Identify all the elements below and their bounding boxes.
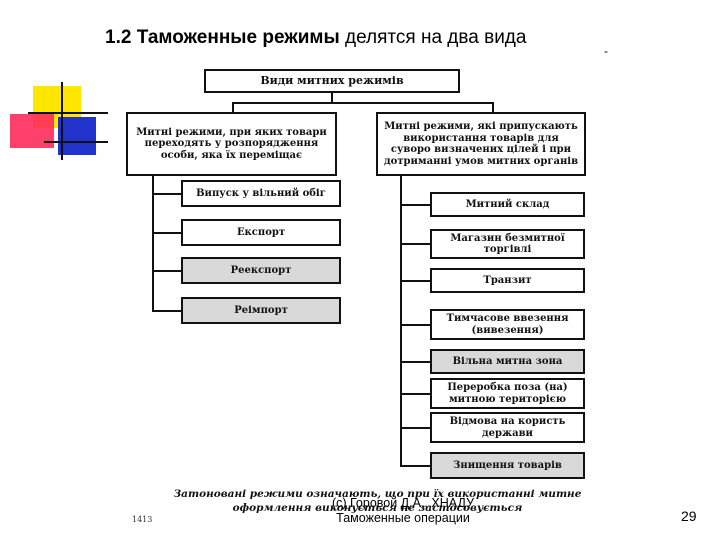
left-item-1: Випуск у вільний обіг (181, 180, 341, 207)
right-branch-4 (400, 324, 430, 326)
page-number: 29 (681, 508, 697, 524)
left-branch-2 (152, 232, 181, 234)
right-branch-7 (400, 427, 430, 429)
decor-horizontal-line-1 (28, 112, 108, 114)
left-branch-3 (152, 270, 181, 272)
right-item-4: Тимчасове ввезення (вивезення) (430, 309, 585, 340)
right-item-7: Відмова на користь держави (430, 412, 585, 443)
right-item-3: Транзит (430, 268, 585, 293)
left-branch-1 (152, 193, 181, 195)
right-item-2: Магазин безмитної торгівлі (430, 229, 585, 259)
right-item-6: Переробка поза (на) митною територією (430, 378, 585, 409)
slide-title-rest: делятся на два вида (339, 27, 527, 48)
connector-left (232, 102, 234, 113)
right-item-5: Вільна митна зона (430, 349, 585, 374)
corner-mark: 1413 (132, 515, 153, 524)
slide-title-bold: 1.2 Таможенные режимы (105, 27, 340, 48)
right-branch-5 (400, 361, 430, 363)
right-group-box: Митні режими, які припускають використан… (376, 112, 586, 176)
left-item-2: Експорт (181, 219, 341, 246)
footer-author: (c) Горовой Д.А., ХНАДУ (331, 496, 475, 510)
decor-vertical-line (61, 82, 63, 160)
connector-root (331, 93, 333, 103)
right-branch-6 (400, 393, 430, 395)
right-branch-2 (400, 243, 430, 245)
right-branch-1 (400, 204, 430, 206)
left-group-box: Митні режими, при яких товари переходять… (126, 112, 337, 176)
left-item-3: Реекспорт (181, 257, 341, 284)
decor-blue-square (58, 117, 96, 155)
connector-right (492, 102, 494, 113)
slide-footer: (c) Горовой Д.А., ХНАДУ Таможенные опера… (318, 496, 488, 526)
right-branch-3 (400, 280, 430, 282)
slide-title: 1.2 Таможенные режимы делятся на два вид… (105, 27, 526, 49)
right-item-1: Митний склад (430, 192, 585, 217)
left-trunk (152, 176, 154, 311)
left-branch-4 (152, 310, 181, 312)
right-item-8: Знищення товарів (430, 452, 585, 479)
root-box: Види митних режимів (204, 69, 460, 93)
diagram-note: Затоновані режими означають, що при їх в… (173, 488, 582, 515)
right-trunk (400, 176, 402, 466)
footer-course: Таможенные операции (336, 511, 470, 525)
left-item-4: Реімпорт (181, 297, 341, 324)
connector-split (232, 102, 494, 104)
dash-mark: - (604, 44, 608, 58)
decor-horizontal-line-2 (44, 141, 108, 143)
right-branch-8 (400, 465, 430, 467)
